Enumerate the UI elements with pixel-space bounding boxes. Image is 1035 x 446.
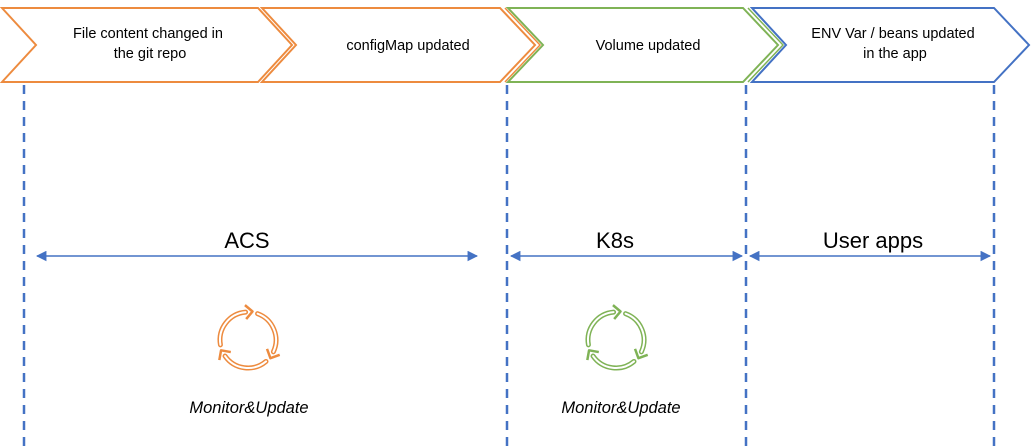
chevron-step-3-shape <box>505 7 780 83</box>
refresh-cycle-arc-highlight <box>624 312 645 353</box>
chevron-step-3-line-1: Volume updated <box>596 38 701 54</box>
chevron-step-3-label: Volume updated <box>596 38 701 54</box>
chevron-step-2-shape-inner <box>504 7 542 83</box>
chevron-step-1-label: File content changed in the git repo <box>73 26 227 62</box>
chevron-step-1-line-2: the git repo <box>114 46 187 62</box>
refresh-cycle-arrowhead <box>586 349 600 361</box>
chevron-step-4: ENV Var / beans updated in the app <box>749 7 1031 83</box>
span-user-apps-label: User apps <box>823 228 923 253</box>
refresh-cycle-arrowhead <box>244 304 254 320</box>
chevron-step-3-shape-inner <box>747 7 785 83</box>
refresh-cycle-arc-highlight <box>587 311 615 346</box>
span-k8s-label: K8s <box>596 228 634 253</box>
refresh-cycle-arc-highlight <box>224 355 267 369</box>
monitor-update-label-k8s: Monitor&Update <box>561 399 680 417</box>
chevron-step-2-label: configMap updated <box>346 38 469 54</box>
refresh-cycle-icon <box>585 304 649 371</box>
span-k8s: K8s <box>509 228 744 262</box>
chevron-step-4-shape <box>749 7 1031 83</box>
refresh-cycle-arrowhead <box>265 348 281 360</box>
chevron-step-1-shape <box>0 7 294 83</box>
chevron-step-3: Volume updated <box>505 7 785 83</box>
phase-boundaries <box>22 85 996 446</box>
span-acs: ACS <box>35 228 479 262</box>
refresh-cycle-arrowhead <box>633 348 649 360</box>
refresh-cycle-arrowhead <box>612 304 622 320</box>
chevron-step-4-line-1: ENV Var / beans updated <box>811 26 974 42</box>
monitor-update-label-acs: Monitor&Update <box>189 399 308 417</box>
chevron-step-4-line-2: in the app <box>863 46 927 62</box>
chevron-step-1: File content changed in the git repo <box>0 7 299 83</box>
refresh-cycle-arc-highlight <box>219 311 247 346</box>
refresh-cycle-arrowhead <box>218 349 232 361</box>
refresh-cycle-arc-highlight <box>592 355 635 369</box>
chevron-step-2-line-1: configMap updated <box>346 38 469 54</box>
chevron-step-1-line-1: File content changed in <box>73 26 223 42</box>
span-user-apps: User apps <box>748 228 992 262</box>
chevron-step-2-shape <box>259 7 537 83</box>
span-acs-label: ACS <box>224 228 269 253</box>
refresh-cycle-arc-highlight <box>256 312 277 353</box>
chevron-step-4-label: ENV Var / beans updated in the app <box>811 26 978 62</box>
refresh-cycle-icon <box>217 304 281 371</box>
chevron-step-2: configMap updated <box>259 7 542 83</box>
